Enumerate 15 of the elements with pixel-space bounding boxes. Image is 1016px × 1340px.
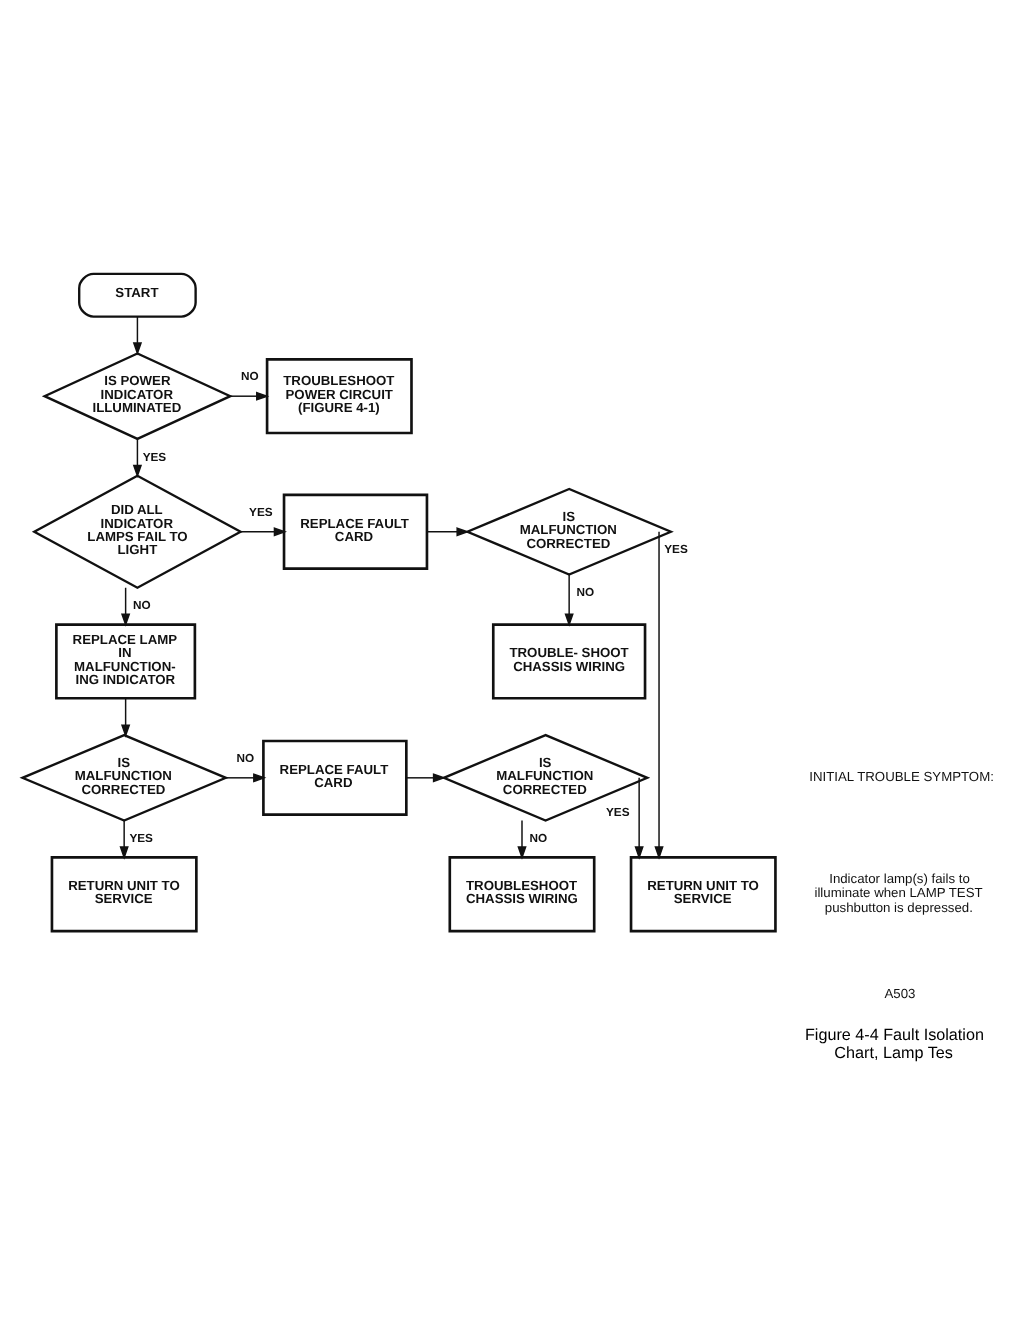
arrow [229,390,270,400]
arrow [654,530,664,859]
arrow [225,772,267,782]
arrow [119,818,129,859]
arrow [517,818,527,859]
arrow [634,776,644,859]
arrow [121,586,131,626]
arrow [425,526,470,536]
caption: Figure 4-4 Fault Isolation Chart, Lamp Tes [804,1024,984,1061]
arrow [121,697,131,737]
arrow [404,772,447,782]
arrow [564,572,574,626]
arrow [132,437,143,477]
arrow [239,526,287,536]
arrow [132,314,143,355]
